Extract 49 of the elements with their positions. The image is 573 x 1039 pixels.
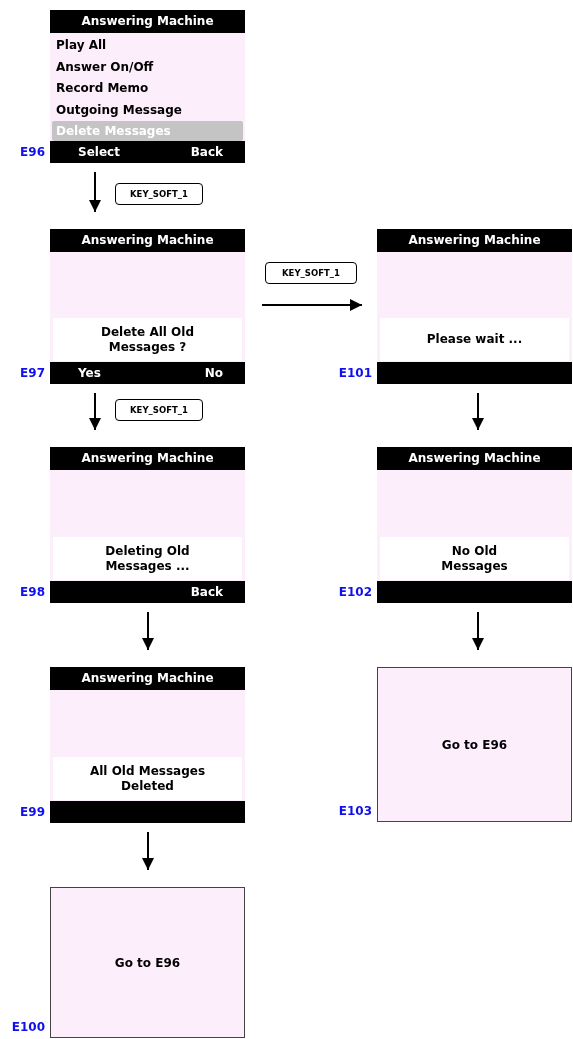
menu-item: Play All: [55, 37, 108, 54]
jump-box: [377, 667, 572, 822]
jump-text: Go to E96: [441, 737, 508, 752]
key-label: KEY_SOFT_1: [115, 183, 203, 205]
phone-screen: [50, 667, 245, 823]
title-bar: Answering Machine: [50, 667, 245, 690]
softkey-label: Select: [78, 144, 120, 161]
screen-id: E96: [19, 144, 45, 161]
phone-screen: [50, 10, 245, 163]
jump-box: [50, 887, 245, 1038]
arrow: [142, 611, 154, 651]
screen-id: E98: [19, 584, 45, 601]
menu-item: Answer On/Off: [55, 58, 155, 76]
phone-screen: [377, 229, 572, 384]
arrow: [261, 299, 363, 311]
screen-id: E99: [19, 804, 45, 821]
screen-id: E100: [10, 1019, 45, 1036]
message-text: Delete All Old Messages ?: [53, 318, 242, 361]
message-text: All Old Messages Deleted: [53, 757, 242, 800]
message-text: No Old Messages: [380, 537, 569, 580]
softkey-label: Yes: [78, 365, 101, 382]
softkey-label: No: [204, 365, 223, 382]
screen-id: E103: [337, 803, 372, 820]
title-bar: Answering Machine: [50, 229, 245, 252]
softkey-label: Back: [190, 144, 223, 161]
screen-id: E97: [19, 365, 45, 382]
phone-screen: [377, 447, 572, 603]
screen-id: E101: [337, 365, 372, 382]
arrow: [472, 392, 484, 431]
title-bar: Answering Machine: [377, 229, 572, 252]
menu-item: Record Memo: [55, 80, 150, 97]
key-label: KEY_SOFT_1: [265, 262, 357, 284]
phone-screen: [50, 229, 245, 384]
arrow: [472, 611, 484, 651]
menu-item: Outgoing Message: [55, 101, 183, 119]
title-bar: Answering Machine: [50, 447, 245, 470]
softkey-label: Back: [190, 584, 223, 601]
message-text: Please wait ...: [380, 318, 569, 361]
message-text: Deleting Old Messages ...: [53, 537, 242, 580]
screen-id: E102: [337, 584, 372, 601]
key-label: KEY_SOFT_1: [115, 399, 203, 421]
selected-menu-item: Delete Messages: [52, 121, 243, 141]
title-bar: Answering Machine: [50, 10, 245, 33]
title-bar: Answering Machine: [377, 447, 572, 470]
arrow: [142, 831, 154, 871]
jump-text: Go to E96: [114, 955, 181, 970]
phone-screen: [50, 447, 245, 603]
arrow: [89, 171, 101, 213]
arrow: [89, 392, 101, 431]
